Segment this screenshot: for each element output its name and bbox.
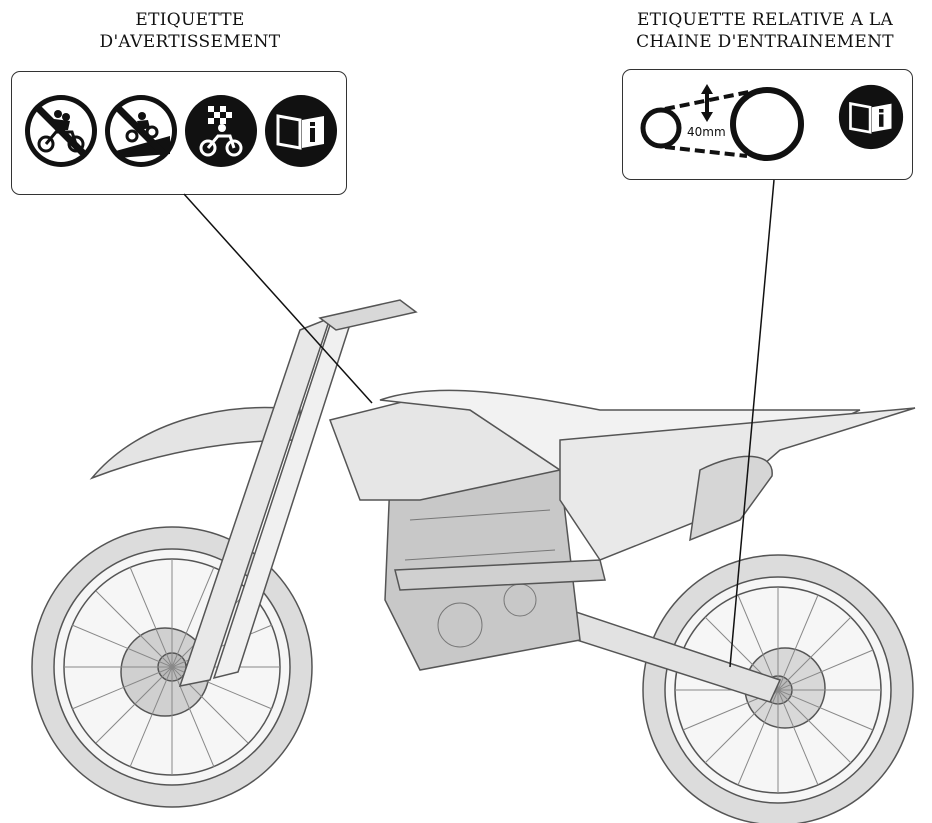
no-passenger-icon: [25, 95, 97, 167]
front-fork: [178, 316, 332, 687]
chain-slack-value: 40mm: [687, 125, 726, 139]
rear-wheel: [642, 554, 914, 823]
chain-label-leader-line: [729, 179, 775, 668]
read-manual-icon: [265, 95, 337, 167]
warning-label-title-line1: ETIQUETTE: [135, 10, 245, 30]
chain-label-box: 40mm: [622, 69, 913, 180]
exhaust-muffler: [689, 455, 773, 542]
warning-label-caption: ETIQUETTE D'AVERTISSEMENT: [40, 9, 340, 53]
chain-label-title-line1: ETIQUETTE RELATIVE A LA: [636, 10, 894, 30]
handlebar: [318, 299, 418, 331]
no-street-riding-icon: [105, 95, 177, 167]
chain-slack-icon: 40mm: [640, 84, 804, 161]
chain-label-caption: ETIQUETTE RELATIVE A LA CHAINE D'ENTRAIN…: [610, 9, 920, 53]
warning-label-box: [11, 71, 347, 195]
off-road-only-icon: [185, 95, 257, 167]
chain-label-title-line2: CHAINE D'ENTRAINEMENT: [636, 32, 894, 52]
warning-label-title-line2: D'AVERTISSEMENT: [99, 32, 281, 52]
read-manual-icon: [838, 84, 904, 150]
warning-label-leader-line: [183, 193, 373, 404]
